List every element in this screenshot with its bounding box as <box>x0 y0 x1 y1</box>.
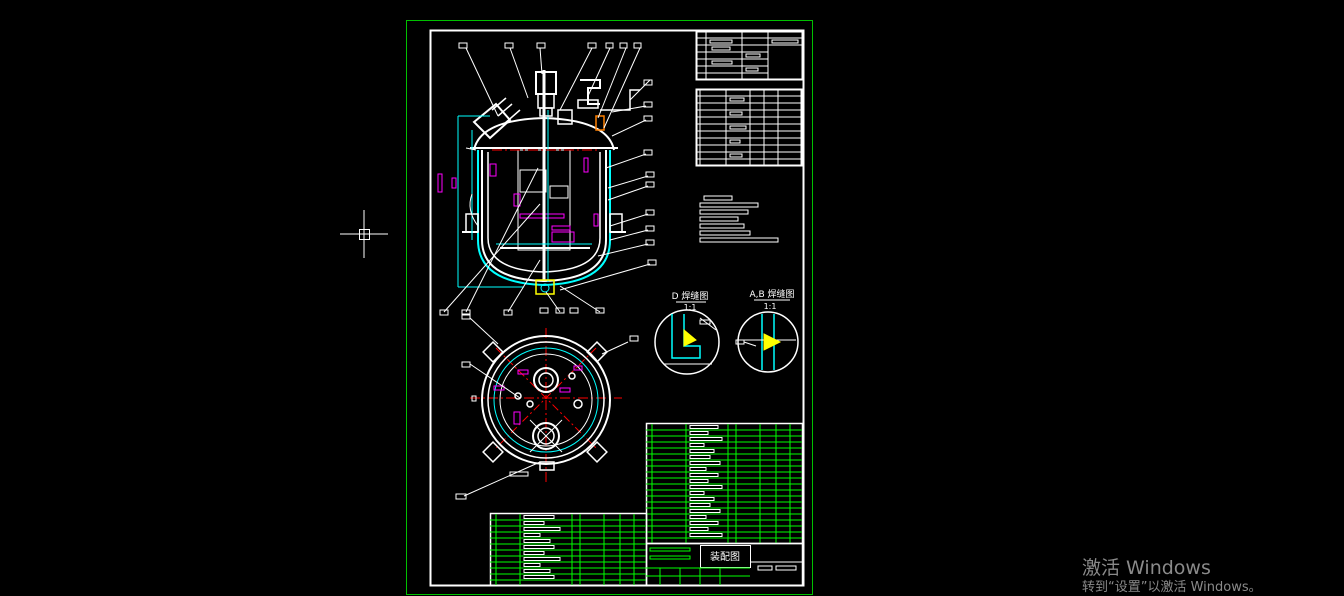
table-cell-text <box>689 491 705 495</box>
revision-table <box>489 512 648 587</box>
vessel-elevation-view <box>437 70 640 295</box>
part-callouts-elevation <box>439 42 657 316</box>
title-block-name: 装配图 <box>710 550 740 563</box>
table-cell-text <box>689 425 719 429</box>
table-cell-text <box>689 431 709 435</box>
table-cell-text <box>689 455 711 459</box>
table-cell-text <box>523 533 541 537</box>
table-cell-text <box>689 509 721 513</box>
detail-view-ab: A,B 焊缝图 1:1 <box>735 288 799 373</box>
windows-activation-watermark: 激活 Windows 转到“设置”以激活 Windows。 <box>1082 556 1262 596</box>
detail-ab-scale: 1:1 <box>764 302 777 311</box>
technical-requirements-text <box>699 195 779 243</box>
table-cell-text <box>689 527 709 531</box>
table-cell-text <box>689 497 715 501</box>
watermark-title: 激活 Windows <box>1082 557 1211 579</box>
table-cell-text <box>689 443 705 447</box>
table-cell-text <box>523 515 555 519</box>
table-cell-text <box>523 527 561 531</box>
table-cell-text <box>523 539 551 543</box>
title-block <box>645 542 804 587</box>
table-cell-text <box>689 515 707 519</box>
vessel-plan-view <box>455 313 639 500</box>
table-cell-text <box>689 521 719 525</box>
table-cell-text <box>523 569 551 573</box>
table-cell-text <box>689 461 721 465</box>
table-cell-text <box>523 563 541 567</box>
table-cell-text <box>689 449 715 453</box>
crosshair-cursor-icon <box>340 210 388 258</box>
table-cell-text <box>523 521 545 525</box>
table-cell-text <box>523 551 545 555</box>
table-cell-text <box>689 437 723 441</box>
table-cell-text <box>689 503 711 507</box>
table-cell-text <box>523 545 555 549</box>
watermark-subtitle: 转到“设置”以激活 Windows。 <box>1082 580 1262 595</box>
table-cell-text <box>689 473 719 477</box>
table-cell-text <box>689 533 723 537</box>
nozzle-table <box>695 88 803 167</box>
table-cell-text <box>689 467 707 471</box>
detail-d-label: D 焊缝图 <box>672 290 709 302</box>
table-cell-text <box>523 575 555 579</box>
detail-ab-label: A,B 焊缝图 <box>749 288 794 300</box>
sheet-border <box>406 20 813 595</box>
table-cell-text <box>689 485 723 489</box>
detail-view-d: D 焊缝图 1:1 <box>654 290 720 375</box>
table-cell-text <box>689 479 709 483</box>
technical-characteristics-table <box>695 30 804 81</box>
parts-list-table <box>645 422 804 545</box>
table-cell-text <box>523 557 561 561</box>
detail-d-scale: 1:1 <box>684 303 697 312</box>
